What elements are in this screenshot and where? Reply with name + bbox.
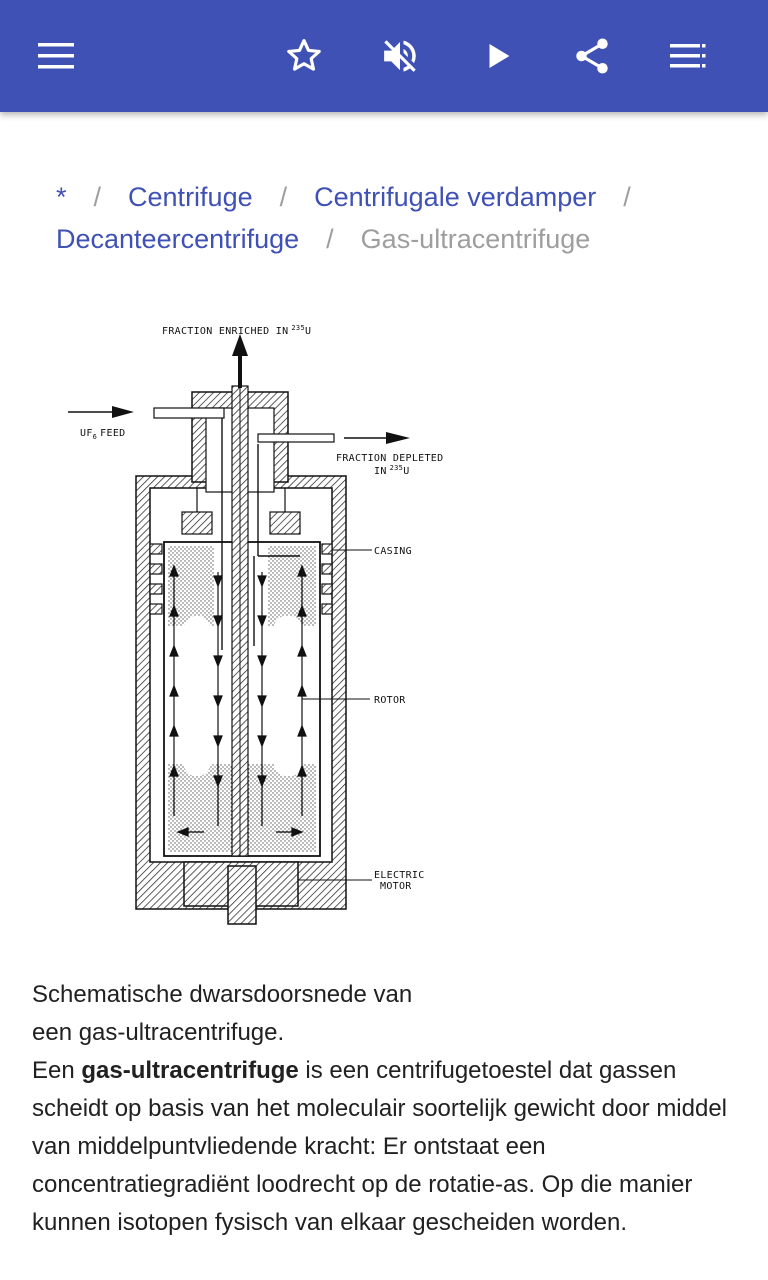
play-button[interactable] xyxy=(470,28,526,84)
volume-off-icon xyxy=(384,40,416,72)
figure-caption: Schematische dwarsdoorsnede van een gas-… xyxy=(32,976,462,1052)
star-outline-icon xyxy=(287,39,321,71)
label-casing: CASING xyxy=(374,546,412,557)
breadcrumb-item-centrifuge[interactable]: Centrifuge xyxy=(128,182,253,212)
breadcrumb-separator: / xyxy=(93,182,102,212)
mute-button[interactable] xyxy=(372,28,428,84)
label-electric: ELECTRIC xyxy=(374,870,425,881)
paragraph-prefix: Een xyxy=(32,1057,82,1084)
breadcrumb-item-decanteercentrifuge[interactable]: Decanteercentrifuge xyxy=(56,224,300,254)
label-fraction-depleted: FRACTION DEPLETED xyxy=(336,453,443,464)
caption-line-2: een gas-ultracentrifuge. xyxy=(32,1019,285,1046)
breadcrumb-separator: / xyxy=(326,224,334,254)
menu-icon xyxy=(38,43,74,69)
article-content: Schematische dwarsdoorsnede van een gas-… xyxy=(32,976,732,1242)
menu-button[interactable] xyxy=(28,28,84,84)
toc-button[interactable] xyxy=(660,28,716,84)
breadcrumb-item-centrifugale-verdamper[interactable]: Centrifugale verdamper xyxy=(314,182,597,212)
favorite-button[interactable] xyxy=(276,28,332,84)
breadcrumb: * / Centrifuge / Centrifugale verdamper / Deca… xyxy=(56,176,736,260)
article-term: gas-ultracentrifuge xyxy=(81,1057,299,1084)
breadcrumb-item-home[interactable]: * xyxy=(56,182,67,212)
label-motor: MOTOR xyxy=(380,881,412,892)
breadcrumb-separator: / xyxy=(279,182,288,212)
motor-shaft xyxy=(227,865,257,925)
list-icon xyxy=(670,44,706,68)
share-icon xyxy=(576,38,608,74)
article-paragraph: Een gas-ultracentrifuge is een centrifug… xyxy=(32,1052,732,1242)
app-bar xyxy=(0,0,768,112)
breadcrumb-separator: / xyxy=(623,182,631,212)
label-rotor: ROTOR xyxy=(374,695,406,706)
breadcrumb-item-current: Gas-ultracentrifuge xyxy=(360,224,591,254)
share-button[interactable] xyxy=(564,28,620,84)
paragraph-text: is een centrifugetoestel dat gassen sche… xyxy=(32,1057,728,1236)
caption-line-1: Schematische dwarsdoorsnede van xyxy=(32,981,413,1008)
play-icon xyxy=(489,43,510,69)
